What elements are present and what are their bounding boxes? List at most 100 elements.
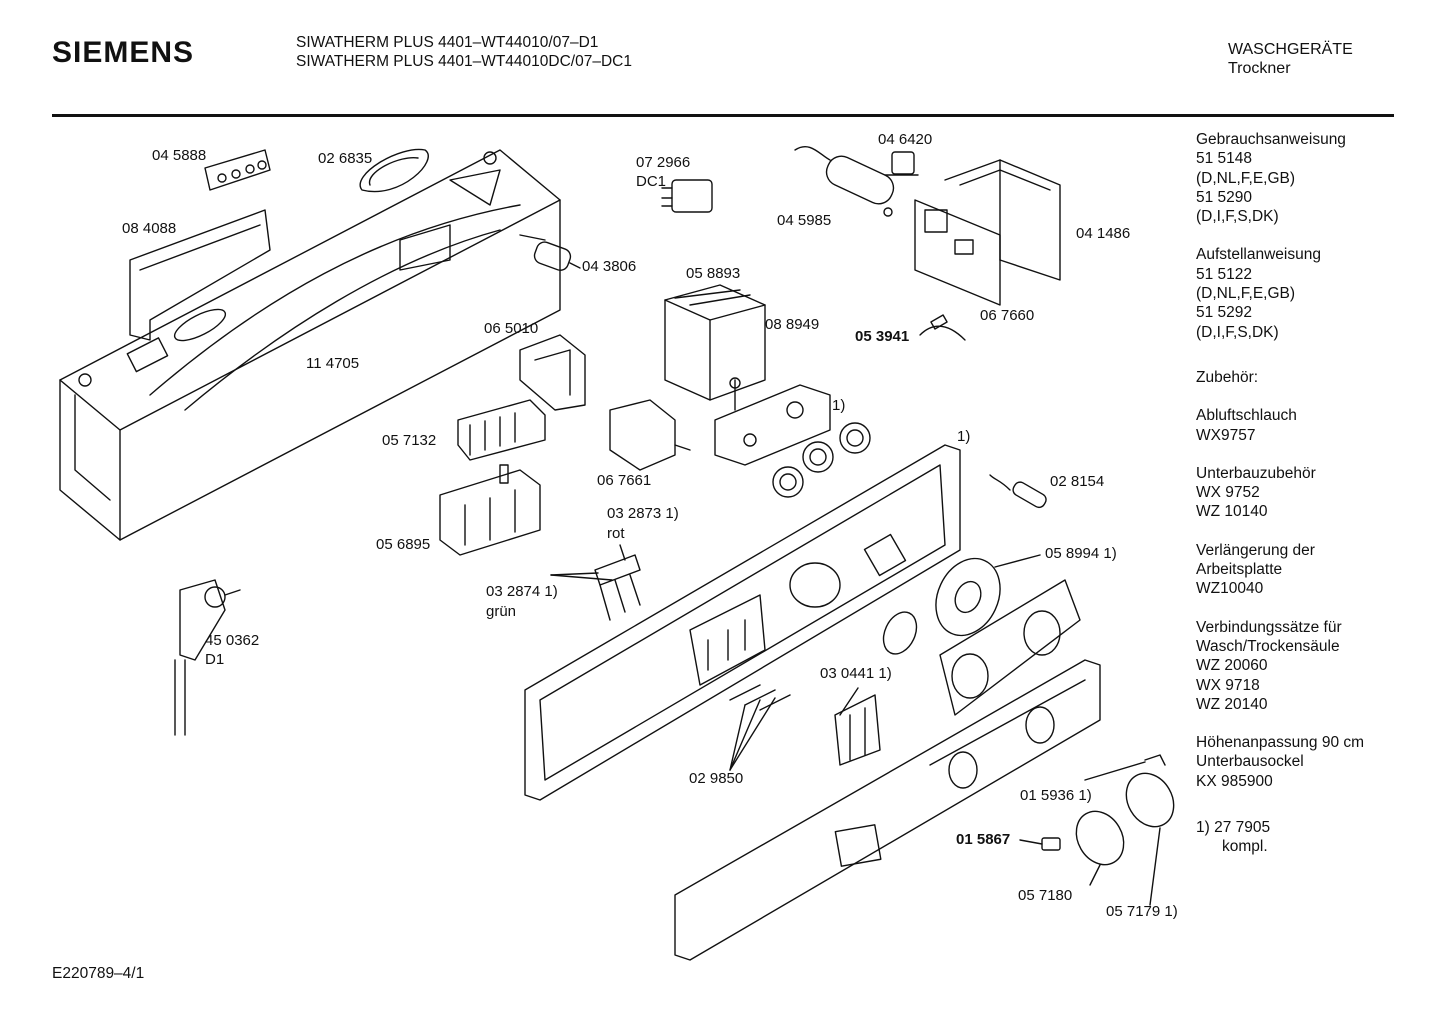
part-label: 07 2966 bbox=[636, 154, 691, 171]
brand-logo: SIEMENS bbox=[52, 36, 195, 69]
info-line: (D,NL,F,E,GB) bbox=[1196, 285, 1296, 303]
info-line: Höhenanpassung 90 cm bbox=[1196, 734, 1365, 752]
part-label: 08 4088 bbox=[122, 220, 177, 237]
part-label: 02 9850 bbox=[689, 770, 744, 787]
info-group-manual: Gebrauchsanweisung 51 5148 (D,NL,F,E,GB)… bbox=[1196, 130, 1436, 226]
info-line: (D,I,F,S,DK) bbox=[1196, 323, 1279, 341]
capacitor-part bbox=[794, 145, 895, 217]
holder-part bbox=[439, 464, 541, 556]
mounting-bar-part bbox=[714, 384, 831, 466]
part-label: 06 7660 bbox=[980, 307, 1035, 324]
part-label: 02 8154 bbox=[1050, 473, 1105, 490]
info-line: WZ10040 bbox=[1196, 580, 1264, 598]
gasket-part bbox=[359, 148, 429, 193]
frame-part bbox=[59, 149, 561, 541]
sensor-part bbox=[884, 151, 919, 176]
part-label: 08 8949 bbox=[765, 316, 820, 333]
part-label-note: grün bbox=[486, 603, 517, 620]
part-label: 05 7180 bbox=[1018, 887, 1073, 904]
wire-part bbox=[919, 314, 966, 341]
info-group-exhaust-hose: Abluftschlauch WX9757 bbox=[1196, 406, 1436, 445]
part-label-highlighted: 01 5867 bbox=[956, 831, 1011, 848]
info-line: Gebrauchsanweisung bbox=[1196, 131, 1346, 148]
lamp-part bbox=[989, 474, 1047, 509]
info-line: Abluftschlauch bbox=[1196, 407, 1297, 425]
part-label: 06 7661 bbox=[597, 472, 652, 489]
part-label-note: D1 bbox=[205, 651, 225, 668]
info-line: 51 5122 bbox=[1196, 265, 1253, 283]
info-group-height: Höhenanpassung 90 cm Unterbausockel KX 9… bbox=[1196, 733, 1436, 791]
part-label: 02 6835 bbox=[318, 150, 373, 167]
front-knobs-part bbox=[1019, 754, 1175, 906]
info-group-installation: Aufstellanweisung 51 5122 (D,NL,F,E,GB) … bbox=[1196, 245, 1436, 341]
part-label: 03 2874 1) bbox=[486, 583, 558, 600]
part-label: 06 5010 bbox=[484, 320, 539, 337]
part-label: 05 8994 1) bbox=[1045, 545, 1117, 562]
terminal-block-part bbox=[204, 149, 271, 191]
part-label: 04 3806 bbox=[582, 258, 637, 275]
part-label: 05 6895 bbox=[376, 536, 431, 553]
knob-parts bbox=[772, 422, 871, 498]
part-label: 11 4705 bbox=[306, 355, 360, 372]
part-label: 05 7132 bbox=[382, 432, 437, 449]
switch-block-part bbox=[457, 399, 546, 461]
info-group-worktop: Verlängerung der Arbeitsplatte WZ10040 bbox=[1196, 541, 1436, 599]
footnote-text: kompl. bbox=[1222, 838, 1268, 855]
category-title: WASCHGERÄTE bbox=[1228, 41, 1353, 58]
part-label: 03 0441 1) bbox=[820, 665, 892, 682]
part-label-note: rot bbox=[607, 525, 625, 542]
info-line: 51 5292 bbox=[1196, 304, 1253, 322]
part-label: 04 6420 bbox=[878, 131, 933, 148]
power-cord-part bbox=[174, 579, 241, 736]
model-line-1: SIWATHERM PLUS 4401–WT44010/07–D1 bbox=[296, 34, 599, 51]
footnote-ref: 1) bbox=[832, 397, 846, 414]
info-line: Unterbausockel bbox=[1196, 753, 1304, 771]
info-line: Zubehör: bbox=[1196, 368, 1259, 386]
info-sidebar: Gebrauchsanweisung 51 5148 (D,NL,F,E,GB)… bbox=[1196, 130, 1436, 810]
bracket-part bbox=[519, 334, 586, 411]
info-line: Wasch/Trockensäule bbox=[1196, 637, 1340, 655]
footnote-ref: 1) bbox=[957, 428, 971, 445]
part-label: DC1 bbox=[636, 173, 667, 190]
switch-caps-part bbox=[550, 544, 641, 621]
electronic-board-part bbox=[914, 159, 1061, 306]
part-label: 05 8893 bbox=[686, 265, 741, 282]
info-line: WX 9718 bbox=[1196, 676, 1260, 694]
info-line: (D,NL,F,E,GB) bbox=[1196, 169, 1296, 187]
part-label: 45 0362 bbox=[205, 632, 260, 649]
document-id: E220789–4/1 bbox=[52, 965, 145, 982]
back-panel-part bbox=[129, 209, 271, 341]
part-label: 05 7179 1) bbox=[1106, 903, 1178, 920]
contacts-part bbox=[729, 684, 881, 771]
control-panel-part bbox=[524, 444, 961, 801]
info-line: Verlängerung der bbox=[1196, 541, 1315, 559]
info-line: WZ 20140 bbox=[1196, 695, 1268, 713]
category-block: WASCHGERÄTE Trockner bbox=[1228, 40, 1353, 78]
info-line: WZ 10140 bbox=[1196, 503, 1268, 521]
switch-part bbox=[609, 399, 691, 471]
header-divider bbox=[52, 114, 1394, 117]
info-line: KX 985900 bbox=[1196, 772, 1273, 790]
info-line: WX 9752 bbox=[1196, 484, 1260, 502]
info-line: 51 5148 bbox=[1196, 150, 1253, 168]
info-line: WZ 20060 bbox=[1196, 657, 1268, 675]
relay-part bbox=[661, 179, 713, 213]
front-fascia-part bbox=[674, 659, 1101, 961]
footnote-number: 27 7905 bbox=[1214, 819, 1271, 836]
info-line: WX9757 bbox=[1196, 426, 1256, 444]
model-line-2: SIWATHERM PLUS 4401–WT44010DC/07–DC1 bbox=[296, 53, 632, 70]
bezel-part bbox=[939, 579, 1081, 716]
timer-part bbox=[664, 284, 766, 411]
info-line: (D,I,F,S,DK) bbox=[1196, 208, 1279, 226]
info-line: Aufstellanweisung bbox=[1196, 246, 1321, 264]
info-group-underbuild: Unterbauzubehör WX 9752 WZ 10140 bbox=[1196, 464, 1436, 522]
disc-part bbox=[882, 554, 1041, 655]
motor-part bbox=[519, 234, 581, 271]
part-label: 03 2873 1) bbox=[607, 505, 679, 522]
info-line: Arbeitsplatte bbox=[1196, 561, 1283, 579]
category-subtitle: Trockner bbox=[1228, 60, 1291, 77]
part-label: 04 1486 bbox=[1076, 225, 1131, 242]
info-line: 51 5290 bbox=[1196, 188, 1253, 206]
footnote-marker: 1) bbox=[1196, 819, 1210, 836]
